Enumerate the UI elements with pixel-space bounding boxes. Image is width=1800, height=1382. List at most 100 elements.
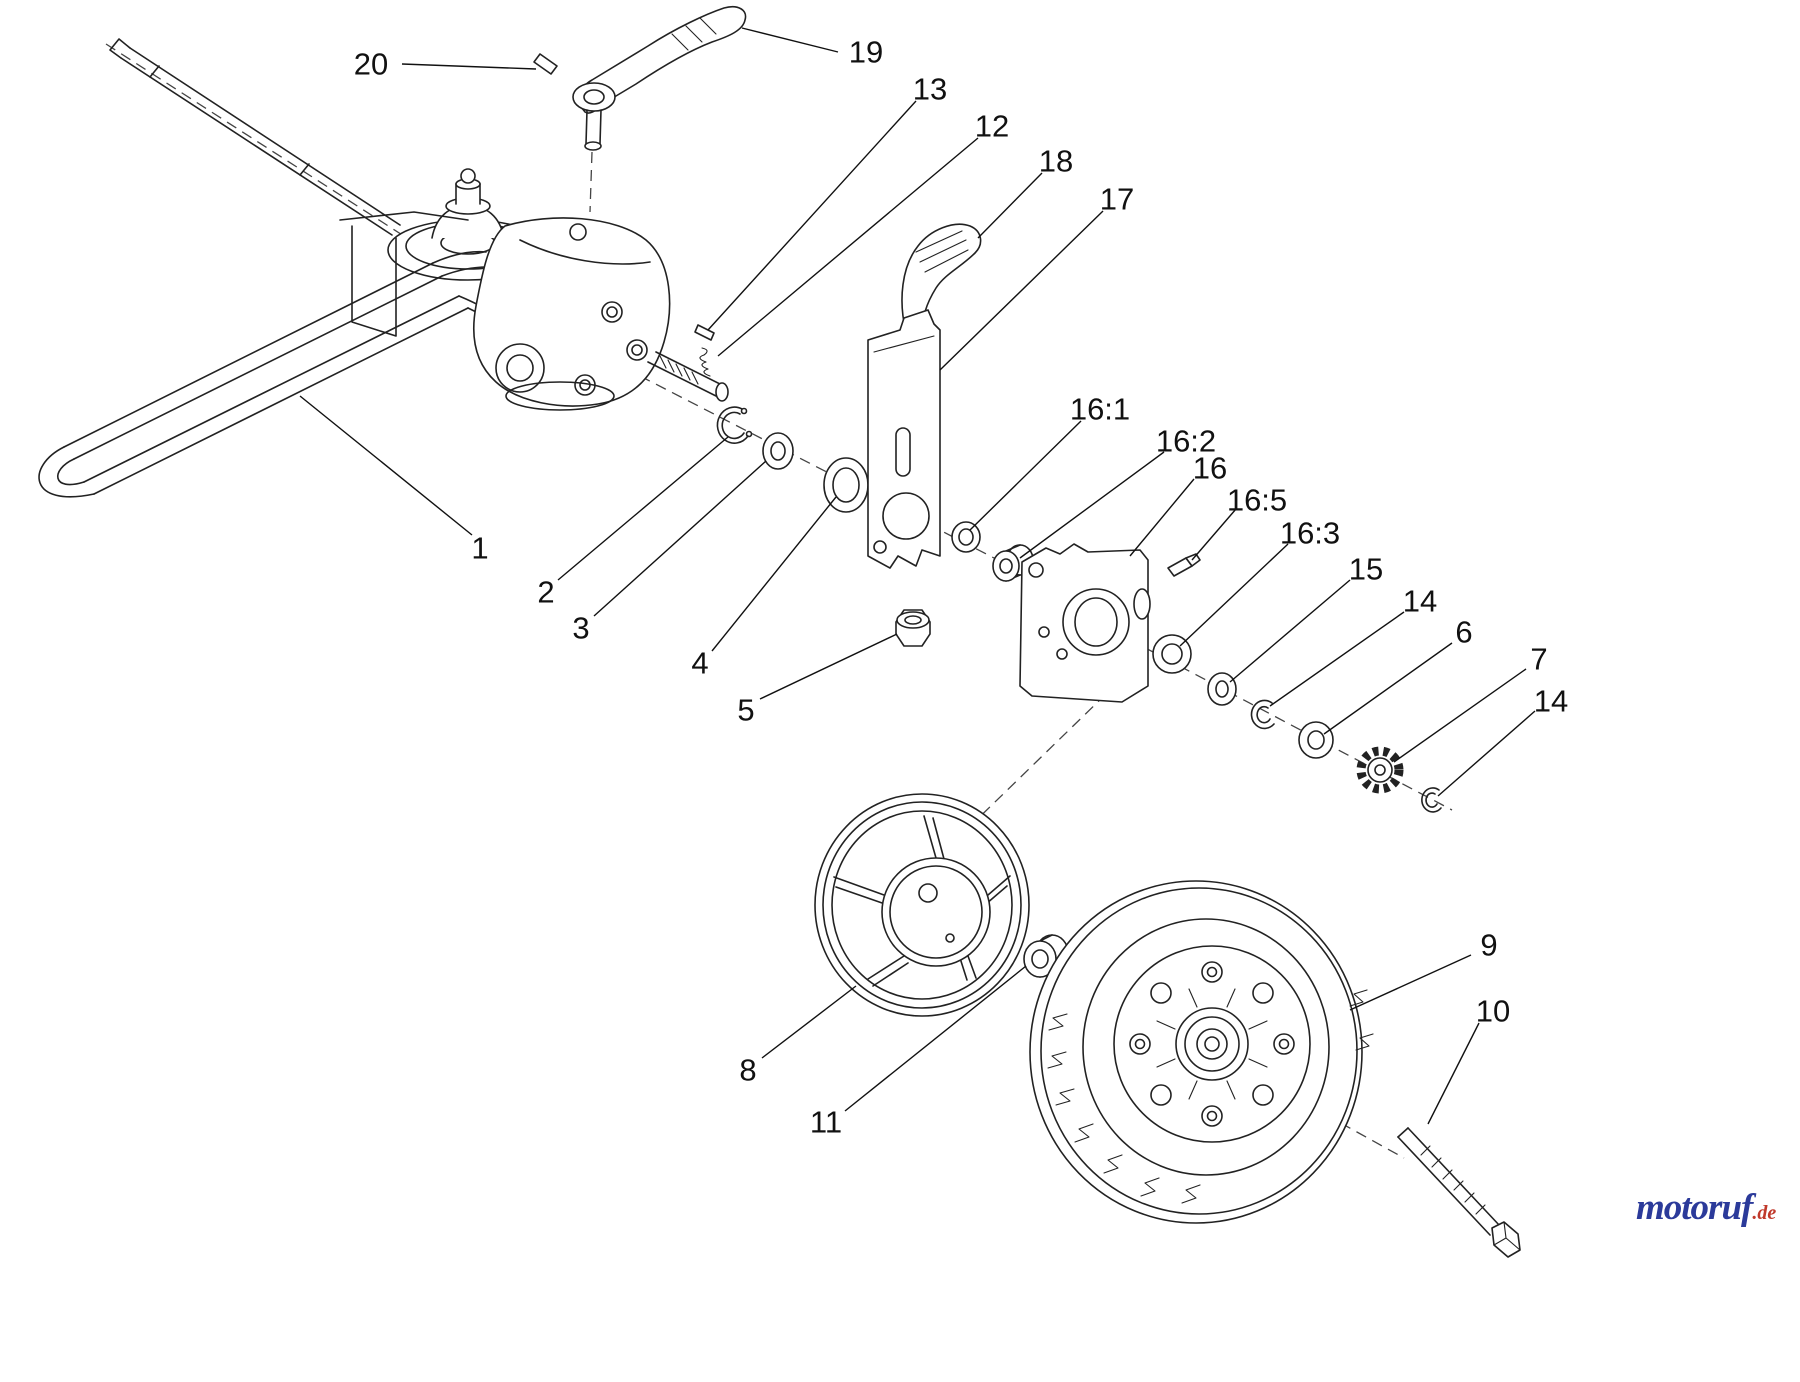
callout-leader-line: [401, 63, 537, 70]
callout-3: 3: [572, 460, 767, 646]
callout-leader-line: [707, 100, 917, 331]
callout-leader-line: [1229, 579, 1351, 683]
input-shaft: [109, 38, 401, 236]
part-7-pinion-gear: [1356, 746, 1404, 794]
wheel-rim-recesses: [1129, 961, 1295, 1127]
callout-15: 15: [1229, 552, 1383, 683]
part-14-e-ring: [1250, 699, 1275, 730]
part-17-bracket: [867, 309, 941, 569]
part-13-pin: [694, 324, 715, 341]
callout-2: 2: [537, 436, 729, 610]
callout-18: 18: [977, 144, 1073, 239]
tire-tread-marks: [1047, 989, 1374, 1204]
callout-17: 17: [939, 182, 1134, 371]
callout-label: 16:3: [1280, 516, 1340, 551]
callout-label: 2: [537, 575, 554, 610]
wheel-spokes: [1156, 988, 1268, 1100]
callout-label: 12: [975, 109, 1009, 144]
part-20-pin: [533, 53, 558, 75]
callout-label: 1: [471, 531, 488, 566]
callout-1: 1: [299, 395, 489, 566]
callout-label: 16:1: [1070, 392, 1130, 427]
callout-16-2: 16:2: [1019, 424, 1216, 559]
part-12-spring: [699, 347, 711, 377]
callout-label: 11: [810, 1105, 842, 1140]
callout-leader-line: [1323, 642, 1453, 735]
callout-label: 17: [1100, 182, 1134, 217]
callout-leader-line: [969, 420, 1082, 531]
callout-label: 16: [1193, 451, 1227, 486]
part-5-nut: [895, 609, 931, 647]
callout-leader-line: [557, 436, 729, 581]
callout-leader-line: [844, 965, 1027, 1112]
callout-16-3: 16:3: [1179, 516, 1340, 647]
callout-label: 10: [1476, 994, 1510, 1029]
output-shaft-spring: [647, 351, 729, 402]
callout-leader-line: [741, 27, 839, 53]
callout-leader-line: [939, 210, 1104, 371]
callout-leader-line: [1179, 543, 1289, 647]
callout-14: 14: [1437, 684, 1568, 797]
callout-leader-line: [1393, 668, 1527, 763]
callout-7: 7: [1393, 642, 1548, 763]
part-16-5-fitting: [1167, 553, 1201, 577]
callout-leader-line: [299, 395, 473, 536]
callout-leader-line: [1427, 1022, 1480, 1125]
part-3-washer: [762, 432, 794, 470]
part-2-snap-ring: [716, 406, 753, 444]
part-6-washer: [1298, 721, 1334, 759]
callout-leader-line: [593, 460, 767, 617]
callout-label: 18: [1039, 144, 1073, 179]
callout-8: 8: [739, 985, 857, 1088]
logo-brand: motoruf: [1636, 1187, 1753, 1228]
callout-19: 19: [741, 27, 883, 70]
part-14-e-ring-2: [1421, 787, 1442, 813]
callout-11: 11: [810, 965, 1027, 1140]
callout-14: 14: [1269, 584, 1437, 707]
callout-13: 13: [707, 72, 947, 331]
callout-label: 8: [739, 1053, 756, 1088]
callout-label: 7: [1530, 642, 1547, 677]
callout-6: 6: [1323, 615, 1473, 735]
callout-5: 5: [737, 633, 898, 728]
part-9-wheel: [1029, 880, 1374, 1224]
callout-label: 20: [354, 47, 388, 82]
callout-leader-line: [1349, 954, 1472, 1011]
part-1-v-belt: [38, 250, 545, 498]
part-19-shift-lever: [572, 5, 747, 151]
callout-label: 6: [1455, 615, 1472, 650]
callout-leader-line: [1019, 451, 1165, 559]
callout-leader-line: [761, 985, 857, 1059]
callout-label: 13: [913, 72, 947, 107]
callout-leader-line: [717, 137, 979, 357]
callout-20: 20: [354, 47, 537, 82]
callout-leader-line: [1129, 478, 1195, 557]
part-10-bolt: [1397, 1127, 1521, 1258]
callout-label: 14: [1403, 584, 1437, 619]
callout-4: 4: [691, 496, 837, 681]
part-16-1-bearing: [951, 521, 981, 553]
callout-label: 15: [1349, 552, 1383, 587]
part-16-gear-case: [1019, 543, 1151, 703]
callout-label: 4: [691, 646, 708, 681]
callout-12: 12: [717, 109, 1009, 357]
callout-leader-line: [1437, 710, 1536, 797]
callout-9: 9: [1349, 928, 1498, 1011]
callout-leader-line: [977, 172, 1043, 239]
logo-tld: .de: [1752, 1202, 1777, 1224]
callout-label: 5: [737, 693, 754, 728]
callout-label: 19: [849, 35, 883, 70]
callout-leader-line: [759, 633, 898, 700]
callout-label: 14: [1534, 684, 1568, 719]
site-watermark: motoruf.de: [1636, 1186, 1800, 1229]
callout-16-5: 16:5: [1191, 483, 1287, 561]
callout-label: 16:2: [1156, 424, 1216, 459]
callout-leader-line: [1269, 611, 1405, 707]
callout-label: 3: [572, 611, 589, 646]
part-8-wheel-half: [814, 793, 1030, 1017]
callout-10: 10: [1427, 994, 1510, 1125]
part-15-washer: [1207, 672, 1237, 706]
